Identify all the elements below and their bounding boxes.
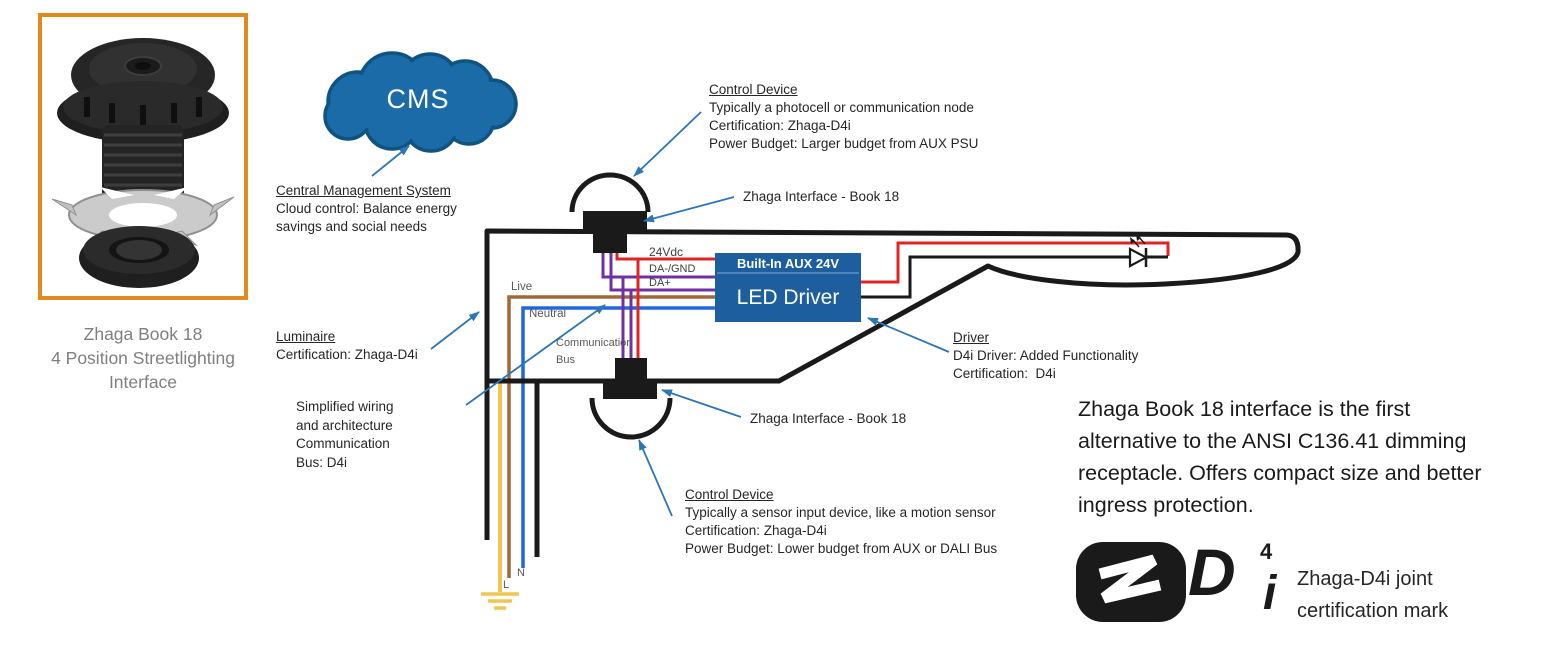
cms-cloud-label: CMS — [386, 84, 450, 114]
zhaga-top-arrow — [643, 196, 735, 223]
cms-note-title: Central Management System — [276, 183, 451, 198]
control-device-bottom-line1: Typically a sensor input device, like a … — [685, 505, 996, 520]
control-device-bottom-line3: Power Budget: Lower budget from AUX or D… — [685, 541, 998, 556]
led-driver-box — [715, 253, 861, 322]
driver-arrow — [867, 317, 950, 353]
luminaire-note: Luminaire Certification: Zhaga-D4i — [276, 328, 418, 364]
simplified-wiring-note: Simplified wiring and architecture Commu… — [296, 399, 394, 470]
zhaga-interface-top-label: Zhaga Interface - Book 18 — [743, 189, 900, 204]
control-device-top-line2: Certification: Zhaga-D4i — [709, 118, 851, 133]
wire-label-24vdc: 24Vdc — [649, 245, 684, 259]
wires — [481, 241, 1170, 610]
luminaire-note-line1: Certification: Zhaga-D4i — [276, 347, 418, 362]
builtin-aux-label: Built-In AUX 24V — [736, 256, 840, 271]
luminaire-note-title: Luminaire — [276, 329, 336, 344]
control-device-top-title: Control Device — [709, 82, 798, 97]
ground-wire — [481, 382, 519, 610]
driver-note-line2: Certification: D4i — [953, 366, 1056, 381]
driver-note: Driver D4i Driver: Added Functionality C… — [953, 329, 1138, 383]
product-caption: Zhaga Book 18 4 Position Streetlighting … — [51, 324, 235, 392]
control-device-top-line3: Power Budget: Larger budget from AUX PSU — [709, 136, 979, 151]
led-wire — [861, 255, 1129, 299]
cms-note: Central Management System Cloud control:… — [276, 182, 457, 236]
control-device-bottom-note: Control Device Typically a sensor input … — [685, 486, 1015, 558]
control-device-bottom-title: Control Device — [685, 487, 774, 502]
logo-caption: Zhaga-D4i joint certification mark — [1297, 568, 1449, 622]
logo-letter-d: D — [1188, 535, 1236, 609]
logo-superscript-4: 4 — [1260, 539, 1273, 564]
cms-note-line1: Cloud control: Balance energy — [276, 201, 457, 216]
terminal-label-n: N — [517, 567, 525, 579]
control-device-bottom-line2: Certification: Zhaga-D4i — [685, 523, 827, 538]
zhaga-interface-bottom-shape — [589, 358, 673, 440]
live-wire — [507, 295, 715, 578]
product-photo-icon — [51, 38, 235, 288]
terminal-label-l: L — [503, 579, 510, 591]
product-photo-frame — [38, 13, 248, 300]
cms-arrow — [371, 145, 410, 177]
control-device-top-note: Control Device Typically a photocell or … — [709, 81, 1009, 153]
zhaga-interface-top-shape — [569, 172, 651, 253]
control-bottom-arrow — [638, 439, 673, 517]
cms-cloud — [323, 51, 518, 153]
control-top-arrow — [633, 111, 702, 177]
zhaga-interface-bottom-label: Zhaga Interface - Book 18 — [750, 411, 907, 426]
wire-label-da-plus: DA+ — [649, 277, 671, 289]
cms-note-line2: savings and social needs — [276, 219, 427, 234]
wire-label-da-gnd: DA-/GND — [649, 263, 696, 275]
logo-letter-i: i — [1263, 567, 1277, 620]
description-paragraph: Zhaga Book 18 interface is the first alt… — [1078, 397, 1482, 517]
luminaire-outline — [484, 228, 1301, 384]
wire-label-live: Live — [511, 281, 533, 293]
luminaire-arrow — [430, 311, 480, 350]
callout-arrows — [371, 111, 950, 517]
neutral-wire — [521, 306, 715, 568]
pole — [484, 381, 540, 557]
driver-note-title: Driver — [953, 330, 989, 345]
wire-label-comm-bus: Communication Bus — [556, 337, 633, 366]
driver-note-line1: D4i Driver: Added Functionality — [953, 348, 1139, 363]
simplified-arrow — [465, 304, 606, 406]
wire-label-neutral: Neutral — [529, 308, 567, 320]
zhaga-d4i-logo-icon — [1076, 542, 1186, 622]
dali-wires — [601, 250, 715, 360]
zhaga-bottom-arrow — [661, 389, 742, 418]
control-device-top-line1: Typically a photocell or communication n… — [709, 100, 974, 115]
led-symbol — [1128, 234, 1149, 268]
led-driver-label: LED Driver — [736, 286, 840, 309]
